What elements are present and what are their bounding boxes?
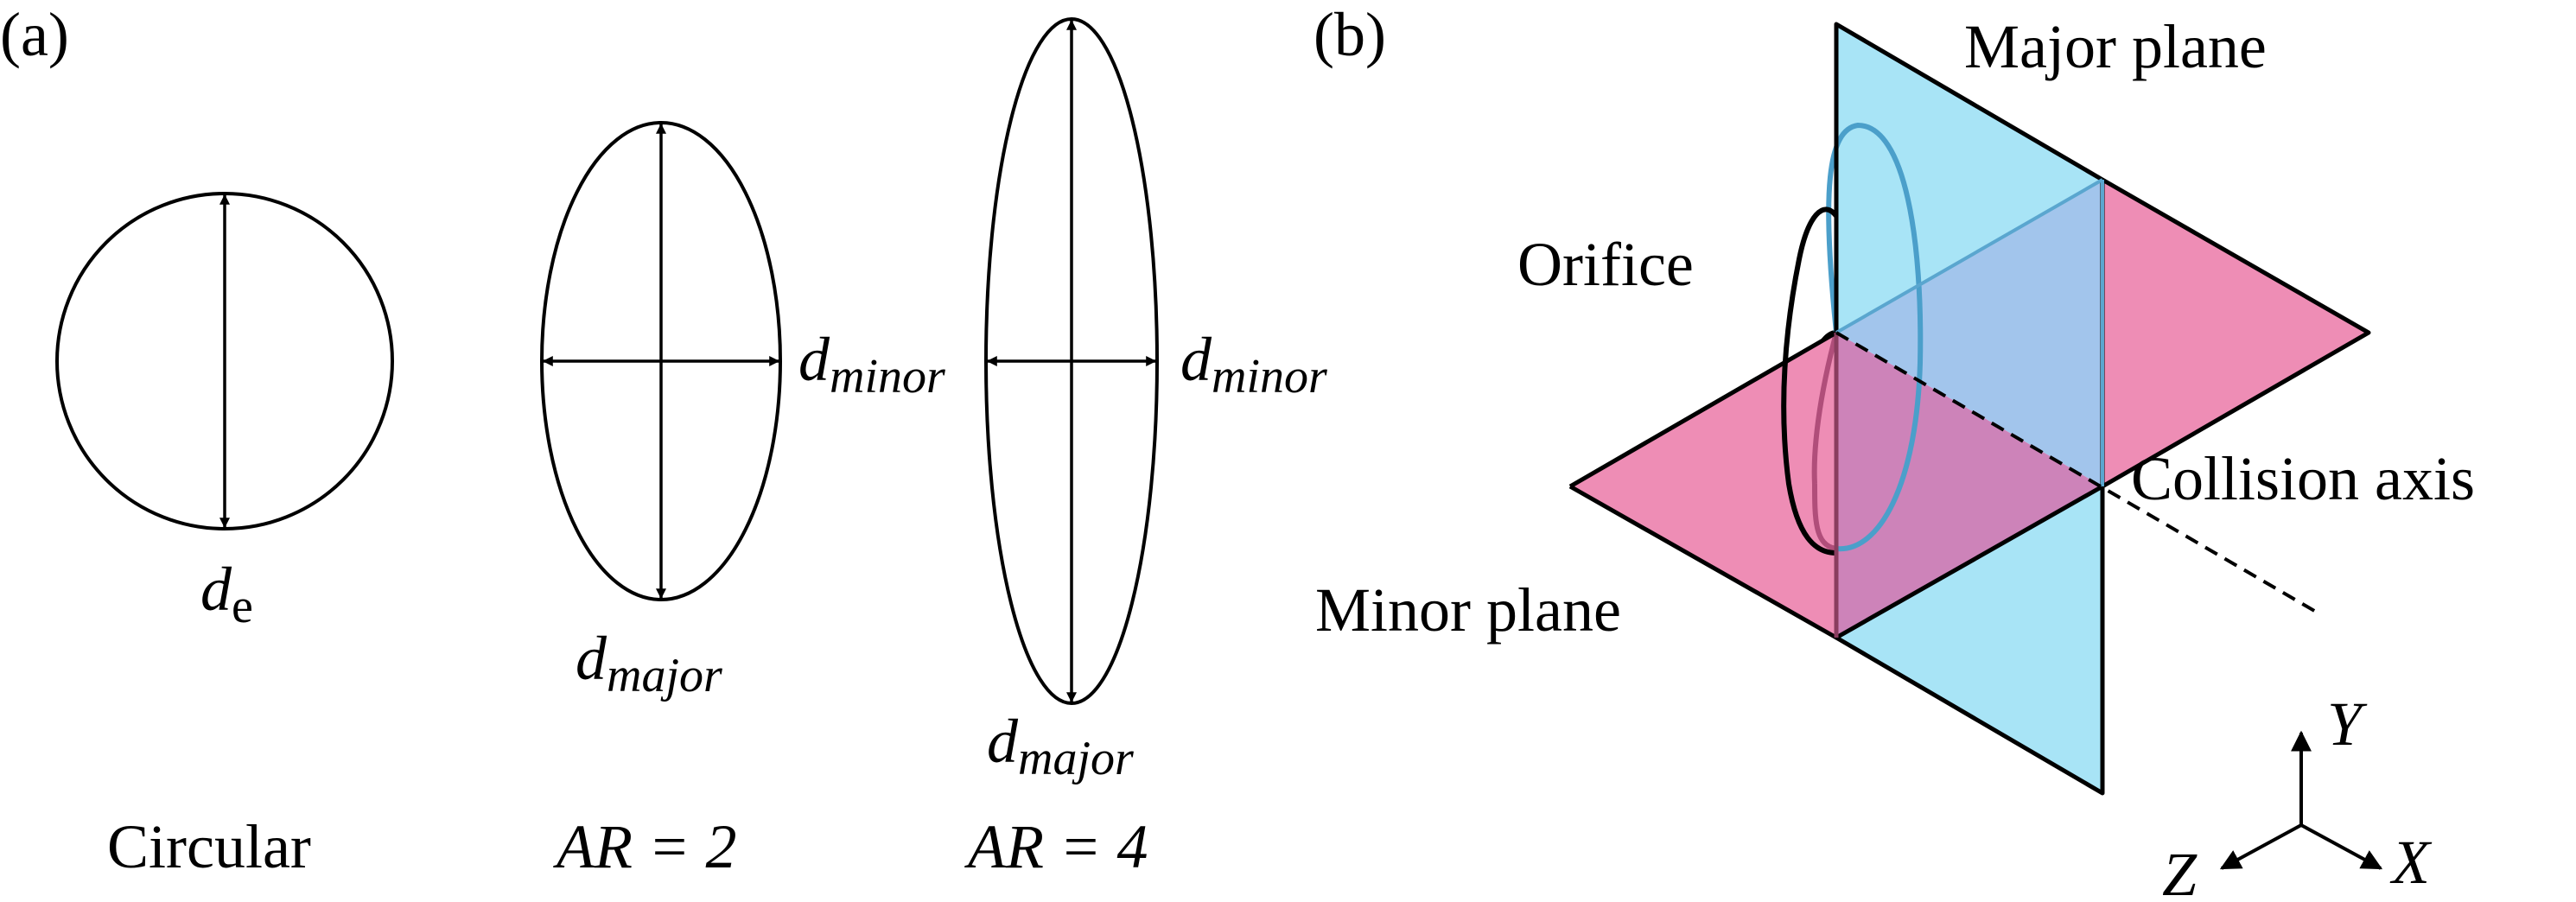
panel-a-label: (a): [0, 0, 69, 69]
x-axis-arrow: [2300, 823, 2383, 870]
major-plane-upper-left: [1836, 24, 2102, 333]
ellipse-ar2: dminor dmajor AR = 2: [540, 121, 945, 881]
minor-plane-left: [1570, 333, 1836, 638]
caption-ar4: AR = 4: [964, 812, 1148, 881]
collision-axis-label: Collision axis: [2131, 444, 2475, 513]
ellipse-ar2-outline: [540, 121, 782, 601]
panel-b: (b) Major plane Orific: [1313, 0, 2475, 902]
major-plane-upper-right: [1836, 180, 2102, 486]
axis-triad: Y X Z: [2162, 689, 2433, 902]
circle-outline: [55, 192, 394, 530]
caption-ar2: AR = 2: [553, 812, 737, 881]
major-plane-lower: [1836, 486, 2102, 793]
y-axis-label: Y: [2327, 689, 2368, 759]
x-axis-label: X: [2389, 828, 2433, 897]
minor-plane-right: [2102, 180, 2369, 486]
collision-axis-line: [1835, 331, 2318, 613]
caption-circular: Circular: [107, 812, 311, 881]
planes-overlap: [1836, 333, 2102, 638]
ar2-major-label: dmajor: [576, 624, 722, 702]
minor-plane-edge-top-left: [1568, 330, 1838, 489]
minor-plane-label: Minor plane: [1315, 575, 1621, 645]
ellipse-ar4: dminor dmajor AR = 4: [964, 17, 1327, 881]
major-plane-label: Major plane: [1964, 12, 2267, 81]
panel-b-label: (b): [1313, 0, 1386, 69]
z-axis-label: Z: [2162, 840, 2198, 902]
ar4-minor-label: dminor: [1180, 325, 1327, 403]
orifice-ring-front: [1826, 122, 1924, 552]
ar2-minor-label: dminor: [798, 325, 945, 403]
orifice-ring-lower: [1812, 483, 1837, 551]
hidden-edge-upper: [1835, 178, 2103, 334]
ellipse-ar4-outline: [984, 17, 1159, 705]
z-axis-arrow: [2219, 823, 2302, 870]
circular-shape: de Circular: [55, 192, 394, 881]
circular-diameter-label: de: [200, 555, 253, 633]
panel-a: (a) de Circular dminor dmajor AR = 2 dmi…: [0, 0, 1327, 881]
orifice-ring-outline-left: [1781, 206, 1839, 556]
orifice-label: Orifice: [1517, 230, 1694, 299]
orifice-ring-lower-left: [1811, 332, 1839, 485]
ar4-major-label: dmajor: [987, 707, 1134, 785]
